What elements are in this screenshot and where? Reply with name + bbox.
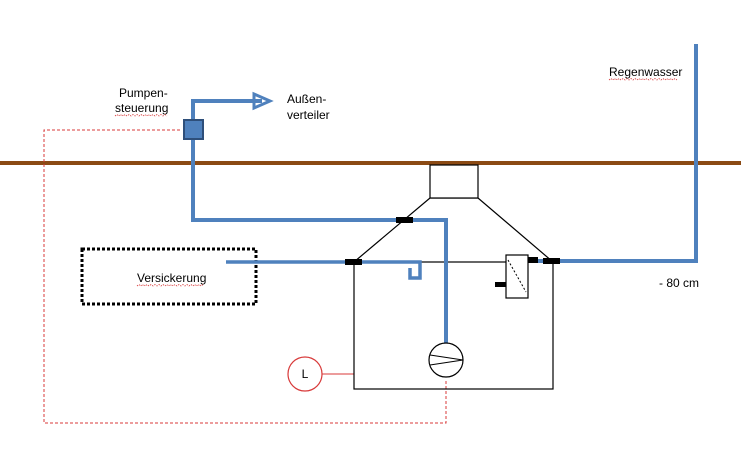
depth-label: - 80 cm	[659, 276, 699, 290]
level-sensor-icon	[287, 356, 323, 392]
level-sensor-label: L	[302, 367, 309, 381]
coupling-overflow	[345, 259, 362, 265]
control-wire	[43, 129, 447, 424]
spellcheck-underline	[608, 78, 678, 81]
rainwater-label: Regenwasser	[609, 65, 682, 79]
outdoor-distributor-label-line2: verteiler	[287, 108, 330, 122]
manhole-cover	[429, 164, 479, 199]
flow-arrow-icon	[252, 91, 274, 111]
rainwater-inlet-pipe	[528, 44, 698, 263]
outdoor-distributor-label-line1: Außen-	[287, 92, 326, 106]
infiltration-label: Versickerung	[137, 271, 206, 285]
filter-outlet-stub	[495, 282, 506, 287]
pressure-pipe	[191, 99, 448, 345]
spellcheck-underline	[114, 114, 168, 117]
pump-symbol-lines	[429, 354, 464, 366]
coupling-filter	[528, 257, 538, 263]
pump-control-box	[183, 119, 204, 140]
infiltration-box	[80, 247, 258, 306]
filter-icon	[505, 254, 529, 299]
spellcheck-underline	[136, 284, 204, 287]
cistern-tank	[353, 261, 554, 390]
cistern-cone	[353, 197, 554, 263]
pump-control-label-line1: Pumpen-	[119, 86, 168, 100]
coupling-pressure	[396, 217, 413, 223]
pump-control-label-line2: steuerung	[115, 101, 168, 115]
coupling-inlet	[543, 258, 560, 264]
pump-icon	[428, 342, 464, 378]
